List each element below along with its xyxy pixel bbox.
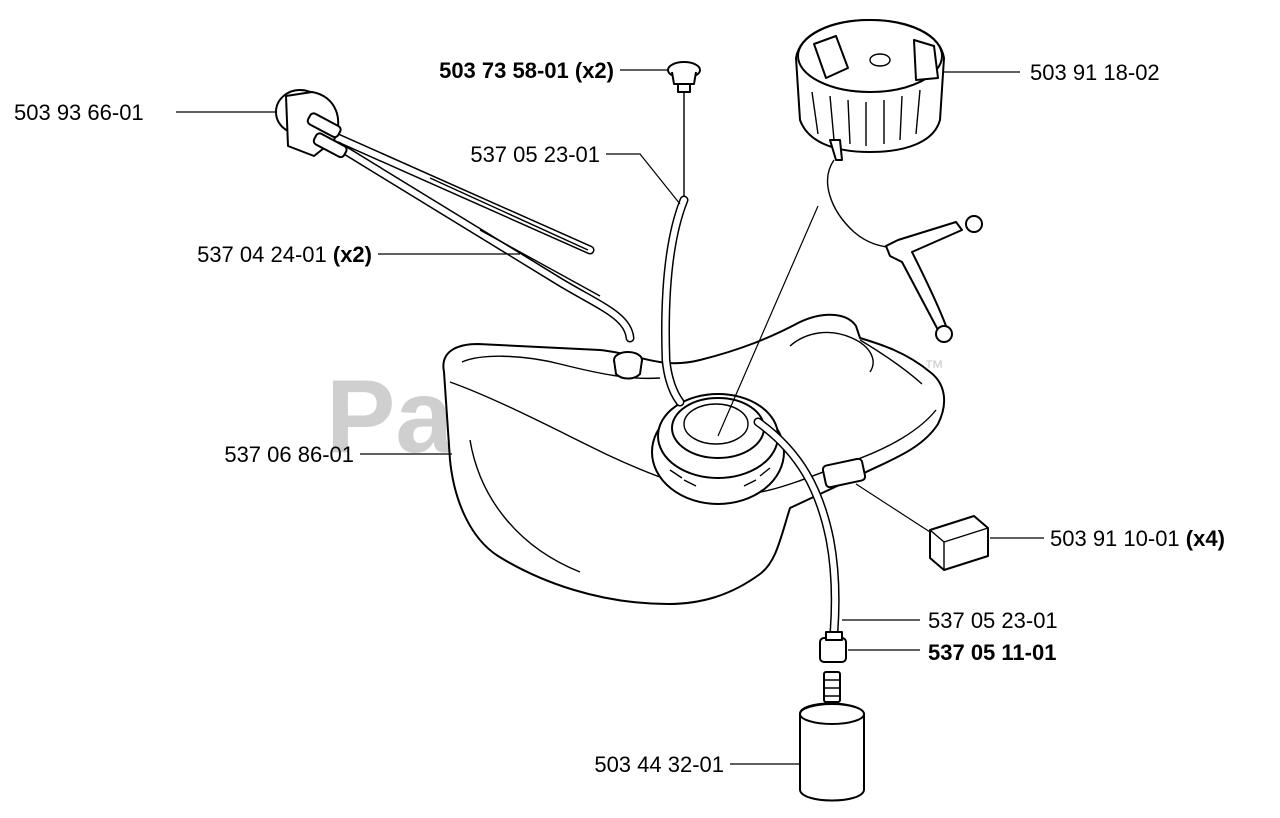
callout-return-hose[interactable]: 537 04 24-01 (x2) xyxy=(197,242,372,267)
fuel-tank-drawing xyxy=(442,313,946,605)
primer-bulb-drawing xyxy=(275,89,348,159)
callout-tank-vent[interactable]: 503 73 58-01 (x2) xyxy=(439,58,614,83)
callout-fuel-filter[interactable]: 503 44 32-01 xyxy=(594,752,724,777)
leader-lines xyxy=(176,69,1044,765)
callout-fuel-tank[interactable]: 537 06 86-01 xyxy=(224,442,354,467)
callout-fuel-hose-upper[interactable]: 537 05 23-01 xyxy=(470,142,600,167)
vent-hose-drawing xyxy=(661,61,701,407)
callout-rubber-mount[interactable]: 503 91 10-01 (x4) xyxy=(1050,526,1225,551)
callout-labels: 503 73 58-01 (x2) 503 91 18-02 503 93 66… xyxy=(14,58,1225,777)
callout-primer-bulb[interactable]: 503 93 66-01 xyxy=(14,100,144,125)
callout-fuel-hose-lower[interactable]: 537 05 23-01 xyxy=(928,608,1058,633)
callout-tank-cap[interactable]: 503 91 18-02 xyxy=(1030,60,1160,85)
tank-cap-drawing xyxy=(795,19,983,343)
fuel-hose-drawing xyxy=(753,417,840,637)
hose-fitting-drawing xyxy=(819,631,847,663)
rubber-mount-drawing xyxy=(929,515,989,571)
fuel-filter-drawing xyxy=(799,671,865,802)
callout-hose-fitting[interactable]: 537 05 11-01 xyxy=(928,640,1056,665)
return-hose-drawing xyxy=(315,125,635,343)
